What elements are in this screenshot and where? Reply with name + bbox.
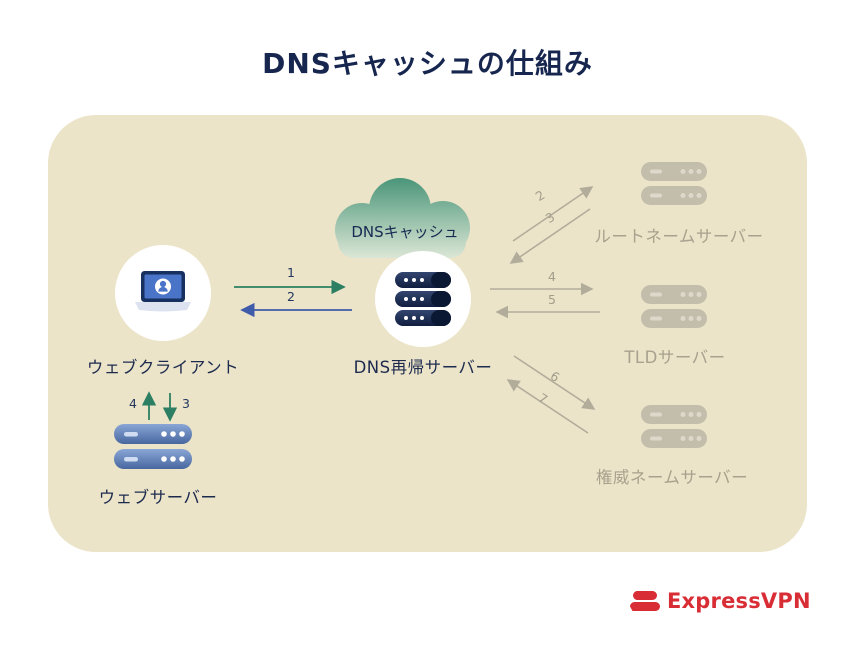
laptop-icon [135,271,191,312]
tld-server-label: TLDサーバー [624,348,726,367]
dns-cache-cloud-icon [335,178,470,258]
expressvpn-logo-icon [630,591,660,611]
dns-server-label: DNS再帰サーバー [353,358,493,377]
web-server-icon [114,424,192,469]
step-client-to-dns: 1 [287,265,295,280]
web-client-label: ウェブクライアント [86,358,240,377]
web-server-label: ウェブサーバー [98,488,218,507]
dns-server-icon [395,272,451,326]
dns-server-node [375,251,471,347]
tld-server-icon [641,285,707,328]
web-client-node [115,245,211,341]
brand-logo: ExpressVPN [630,588,811,614]
step-tld-to-dns: 5 [548,292,556,307]
step-dns-to-client: 2 [287,289,295,304]
root-server-icon [641,162,707,205]
brand-name: ExpressVPN [667,589,811,613]
step-client-to-web: 3 [182,396,190,411]
step-web-to-client: 4 [129,396,137,411]
dns-cache-cloud-label: DNSキャッシュ [351,223,459,241]
authoritative-server-icon [641,405,707,448]
step-dns-to-tld: 4 [548,269,556,284]
root-server-label: ルートネームサーバー [594,227,764,246]
authoritative-server-label: 権威ネームサーバー [595,468,749,487]
page-title: DNSキャッシュの仕組み [262,47,593,80]
